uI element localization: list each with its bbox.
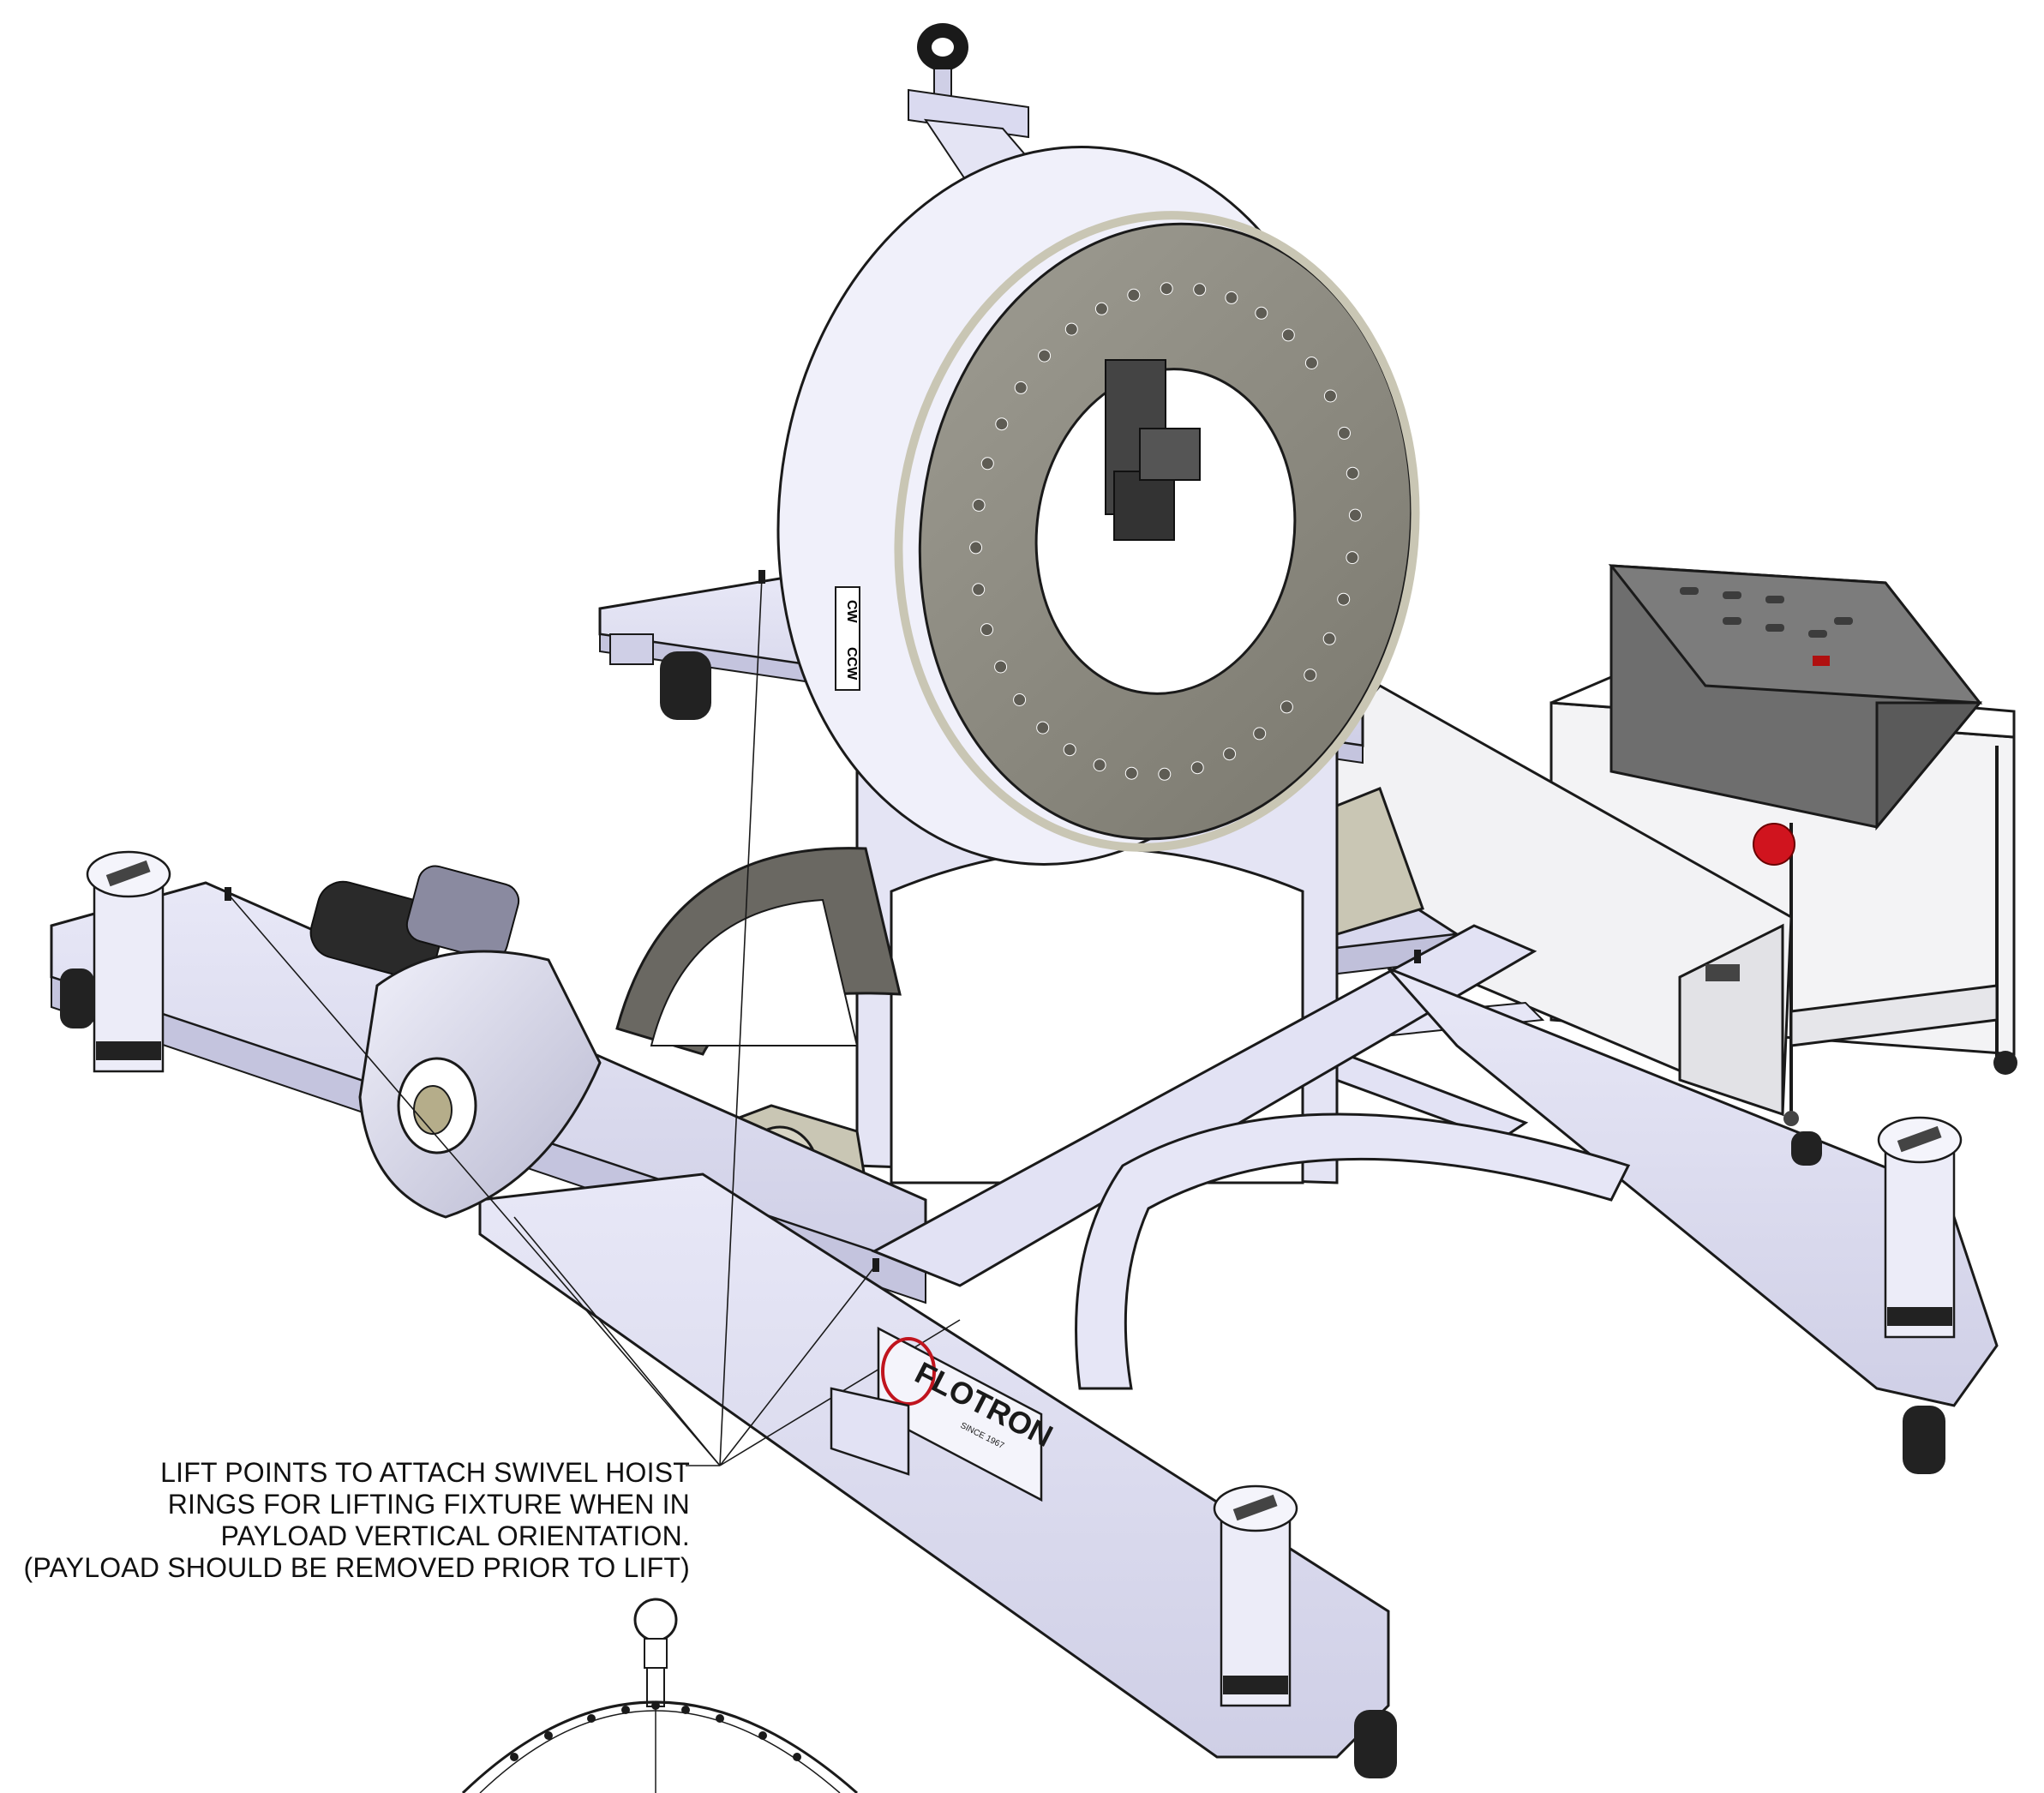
callout-line-2: RINGS FOR LIFTING FIXTURE WHEN IN (167, 1489, 690, 1520)
detail-hole (681, 1706, 690, 1714)
faceplate-bolt-hole (972, 583, 986, 597)
faceplate-bolt-hole (980, 457, 994, 471)
pillow-block-bearing-rear (1335, 787, 1424, 937)
faceplate-bolt-hole (1225, 291, 1238, 304)
lift-points-callout: LIFT POINTS TO ATTACH SWIVEL HOIST RINGS… (23, 1457, 690, 1584)
lift-detail-view (461, 1598, 858, 1793)
leveling-jack (86, 850, 171, 1073)
callout-line-1: LIFT POINTS TO ATTACH SWIVEL HOIST (160, 1457, 690, 1488)
caster-front-right (1903, 1406, 1945, 1474)
callout-line-3: PAYLOAD VERTICAL ORIENTATION. (220, 1520, 690, 1551)
drive-motor (309, 865, 520, 980)
faceplate-bolt-hole (1038, 349, 1052, 363)
detail-hole (544, 1731, 553, 1740)
faceplate-bolt-hole (1014, 381, 1028, 394)
faceplate-bolt-hole (1323, 389, 1337, 403)
faceplate-bolt-hole (1063, 743, 1076, 757)
caster-rear-right (1791, 1131, 1822, 1166)
detail-hole (621, 1706, 630, 1714)
faceplate-bolt-hole (1124, 766, 1138, 780)
detail-hole (587, 1714, 596, 1723)
faceplate-bolt-hole (1160, 282, 1173, 296)
faceplate-bolt-hole (980, 623, 993, 637)
faceplate-bolt-hole (1346, 466, 1359, 480)
control-cabinet (1608, 564, 1983, 831)
faceplate-bolt-hole (1348, 508, 1362, 522)
emergency-stop-knob (1753, 823, 1795, 866)
faceplate-bolt-hole (1337, 592, 1351, 606)
detail-hole (793, 1753, 801, 1761)
caster-front-left (60, 968, 94, 1028)
rear-caster-left (609, 633, 711, 720)
faceplate-bolt-hole (994, 660, 1008, 674)
ccw-label: CCW (844, 647, 859, 681)
faceplate-bolt-hole (1346, 551, 1359, 565)
faceplate-bolt-hole (1304, 357, 1318, 369)
slewing-gear (615, 847, 902, 1056)
faceplate-bolt-hole (1013, 693, 1027, 706)
faceplate-bolt-hole (1127, 288, 1141, 302)
faceplate-bolt-hole (1064, 322, 1078, 336)
leveling-jacks (86, 850, 1963, 1707)
detail-hole (651, 1701, 660, 1710)
detail-hole (716, 1714, 724, 1723)
faceplate-bolt-hole (1190, 761, 1204, 775)
leveling-jack (1877, 1116, 1963, 1339)
detail-hole (758, 1731, 767, 1740)
leveling-jack (1213, 1484, 1298, 1707)
callout-line-4: (PAYLOAD SHOULD BE REMOVED PRIOR TO LIFT… (23, 1552, 690, 1583)
front-casters (60, 968, 1945, 1778)
lift-point-4 (1414, 950, 1421, 963)
faceplate-bolt-hole (1253, 727, 1267, 741)
detail-hole (510, 1753, 518, 1761)
faceplate-bolt-hole (995, 417, 1009, 431)
faceplate-bolt-hole (1322, 632, 1336, 645)
wishbone-brace (1075, 1112, 1631, 1390)
callout-leader-lines (227, 576, 961, 1466)
faceplate-bolt-hole (1093, 759, 1106, 772)
faceplate-bolt-hole (1281, 328, 1295, 342)
rotation-direction-label: CW CCW (835, 586, 860, 691)
faceplate-bolt-hole (1304, 669, 1317, 682)
faceplate-bolt-hole (1255, 306, 1268, 320)
faceplate-bolt-hole (1280, 700, 1293, 714)
payload-actuator (1105, 359, 1201, 541)
faceplate-bolt-hole (969, 541, 983, 555)
faceplate-bolt-hole (1338, 426, 1351, 440)
right-diagonal-beam (871, 924, 1999, 1407)
faceplate-bolt-hole (1158, 767, 1172, 781)
faceplate-bolt-hole (1036, 721, 1050, 735)
faceplate-bolt-hole (1223, 747, 1237, 761)
faceplate-bolt-hole (972, 498, 986, 512)
caster-front-center (1354, 1710, 1397, 1778)
faceplate-bolt-hole (1193, 283, 1207, 297)
cw-label: CW (844, 600, 859, 624)
front-hitch (830, 1387, 910, 1476)
faceplate-bolt-hole (1094, 302, 1108, 315)
